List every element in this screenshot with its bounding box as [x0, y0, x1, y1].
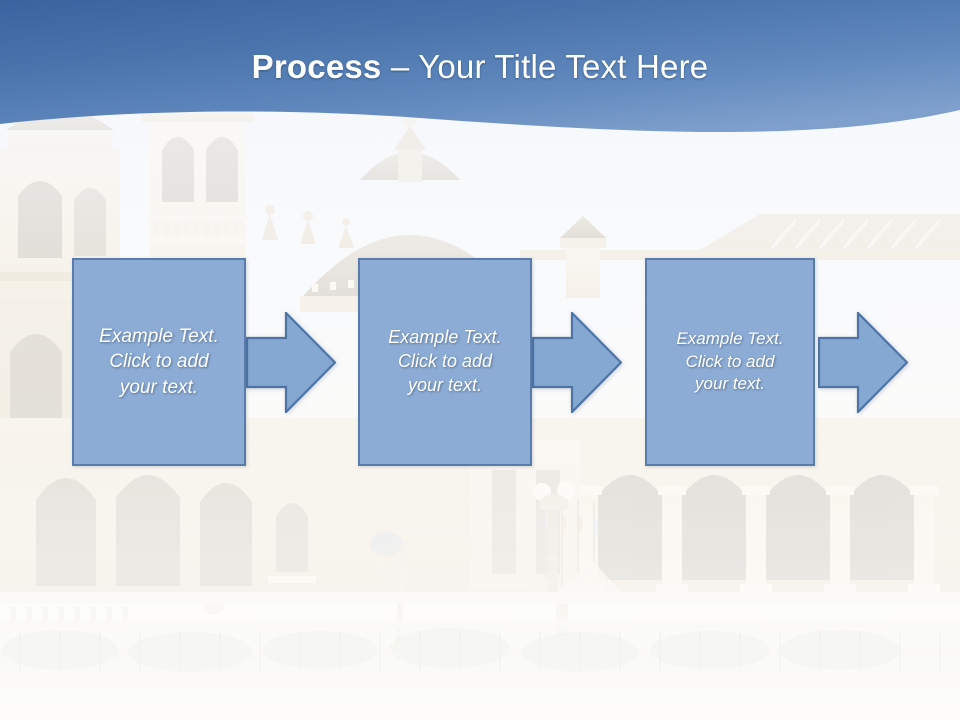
process-step-2-line3: your text.	[407, 374, 482, 395]
process-step-3-line2: Click to add	[685, 351, 775, 371]
process-step-1-line1: Example Text.	[99, 326, 219, 348]
header-banner: Process – Your Title Text Here	[0, 0, 960, 150]
banner-wave-shape	[0, 0, 960, 132]
page-title: Process – Your Title Text Here	[0, 47, 960, 87]
process-step-1[interactable]: Example Text. Click to add your text.	[72, 258, 246, 466]
page-title-rest: – Your Title Text Here	[381, 48, 709, 85]
process-step-3-line1: Example Text.	[676, 329, 784, 349]
process-step-2-line2: Click to add	[397, 351, 493, 372]
process-step-1-line2: Click to add	[109, 351, 209, 373]
process-arrow-3[interactable]	[818, 312, 908, 413]
process-step-1-text: Example Text. Click to add your text.	[89, 324, 229, 400]
process-step-2[interactable]: Example Text. Click to add your text.	[358, 258, 532, 466]
process-step-2-text: Example Text. Click to add your text.	[378, 326, 511, 398]
process-step-3[interactable]: Example Text. Click to add your text.	[645, 258, 815, 466]
process-step-3-line3: your text.	[695, 374, 765, 394]
page-title-bold: Process	[251, 48, 382, 85]
process-arrow-2[interactable]	[532, 312, 622, 413]
process-arrow-1[interactable]	[246, 312, 336, 413]
process-step-2-line1: Example Text.	[388, 327, 502, 348]
process-step-1-line3: your text.	[119, 376, 199, 398]
process-step-3-text: Example Text. Click to add your text.	[666, 328, 793, 396]
